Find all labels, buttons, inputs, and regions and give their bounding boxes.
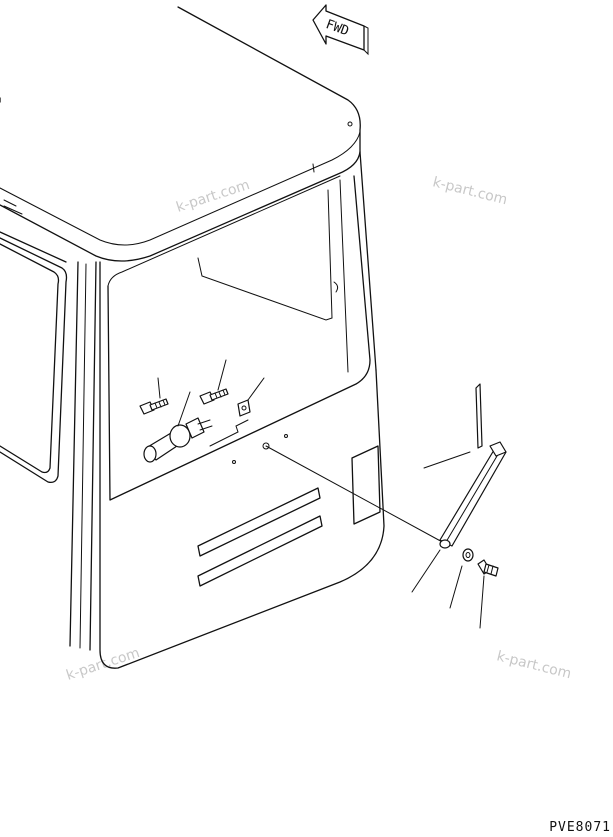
drawing-code: PVE8071 [549, 820, 611, 835]
cab-rear-panel [99, 151, 385, 669]
watermark: k-part.com [174, 177, 251, 216]
watermarks: k-part.com k-part.com k-part.com k-part.… [64, 174, 573, 683]
bolt-left [139, 377, 169, 415]
assembly-leader-line [265, 445, 447, 545]
wiper-motor [143, 391, 213, 463]
clip-bracket [237, 377, 265, 417]
wiper-arm [411, 441, 507, 593]
watermark: k-part.com [431, 174, 509, 208]
rear-vents [197, 445, 381, 587]
bolt-center [199, 359, 229, 405]
washer [449, 548, 474, 609]
cab-roof [0, 6, 361, 262]
watermark: k-part.com [64, 645, 141, 684]
forward-arrow-icon: FWD [312, 4, 369, 56]
watermark: k-part.com [495, 648, 573, 682]
wiper-blade [423, 383, 483, 469]
wiper-mount-plate [209, 419, 288, 464]
cab-left-side [0, 199, 97, 651]
arm-bolt [477, 559, 499, 629]
